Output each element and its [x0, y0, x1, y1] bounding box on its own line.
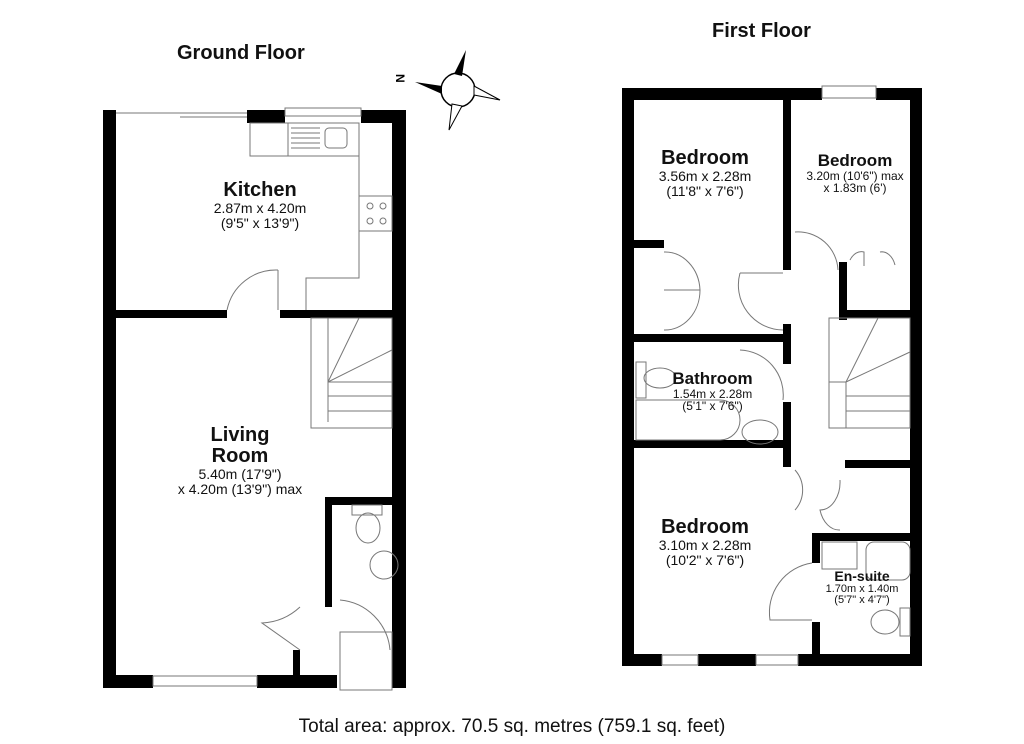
- room-living-room: Living Room 5.40m (17'9") x 4.20m (13'9"…: [177, 424, 303, 497]
- first-floor-plan: [622, 88, 922, 666]
- room-bedroom-2: Bedroom 3.20m (10'6") max x 1.83m (6'): [806, 151, 904, 196]
- ground-floor-title: Ground Floor: [177, 42, 305, 64]
- ground-floor-plan: [103, 110, 406, 688]
- svg-text:N: N: [393, 74, 407, 83]
- room-bedroom-1: Bedroom 3.56m x 2.28m (11'8" x 7'6"): [658, 147, 752, 199]
- room-bathroom: Bathroom 1.54m x 2.28m (5'1" x 7'6"): [672, 369, 753, 414]
- total-area-text: Total area: approx. 70.5 sq. metres (759…: [298, 716, 726, 737]
- room-bedroom-3: Bedroom 3.10m x 2.28m (10'2" x 7'6"): [658, 516, 752, 568]
- first-floor-title: First Floor: [712, 20, 811, 42]
- room-kitchen: Kitchen 2.87m x 4.20m (9'5" x 13'9"): [213, 179, 307, 231]
- room-en-suite: En-suite 1.70m x 1.40m (5'7" x 4'7"): [825, 568, 899, 607]
- compass-icon: N: [393, 50, 501, 131]
